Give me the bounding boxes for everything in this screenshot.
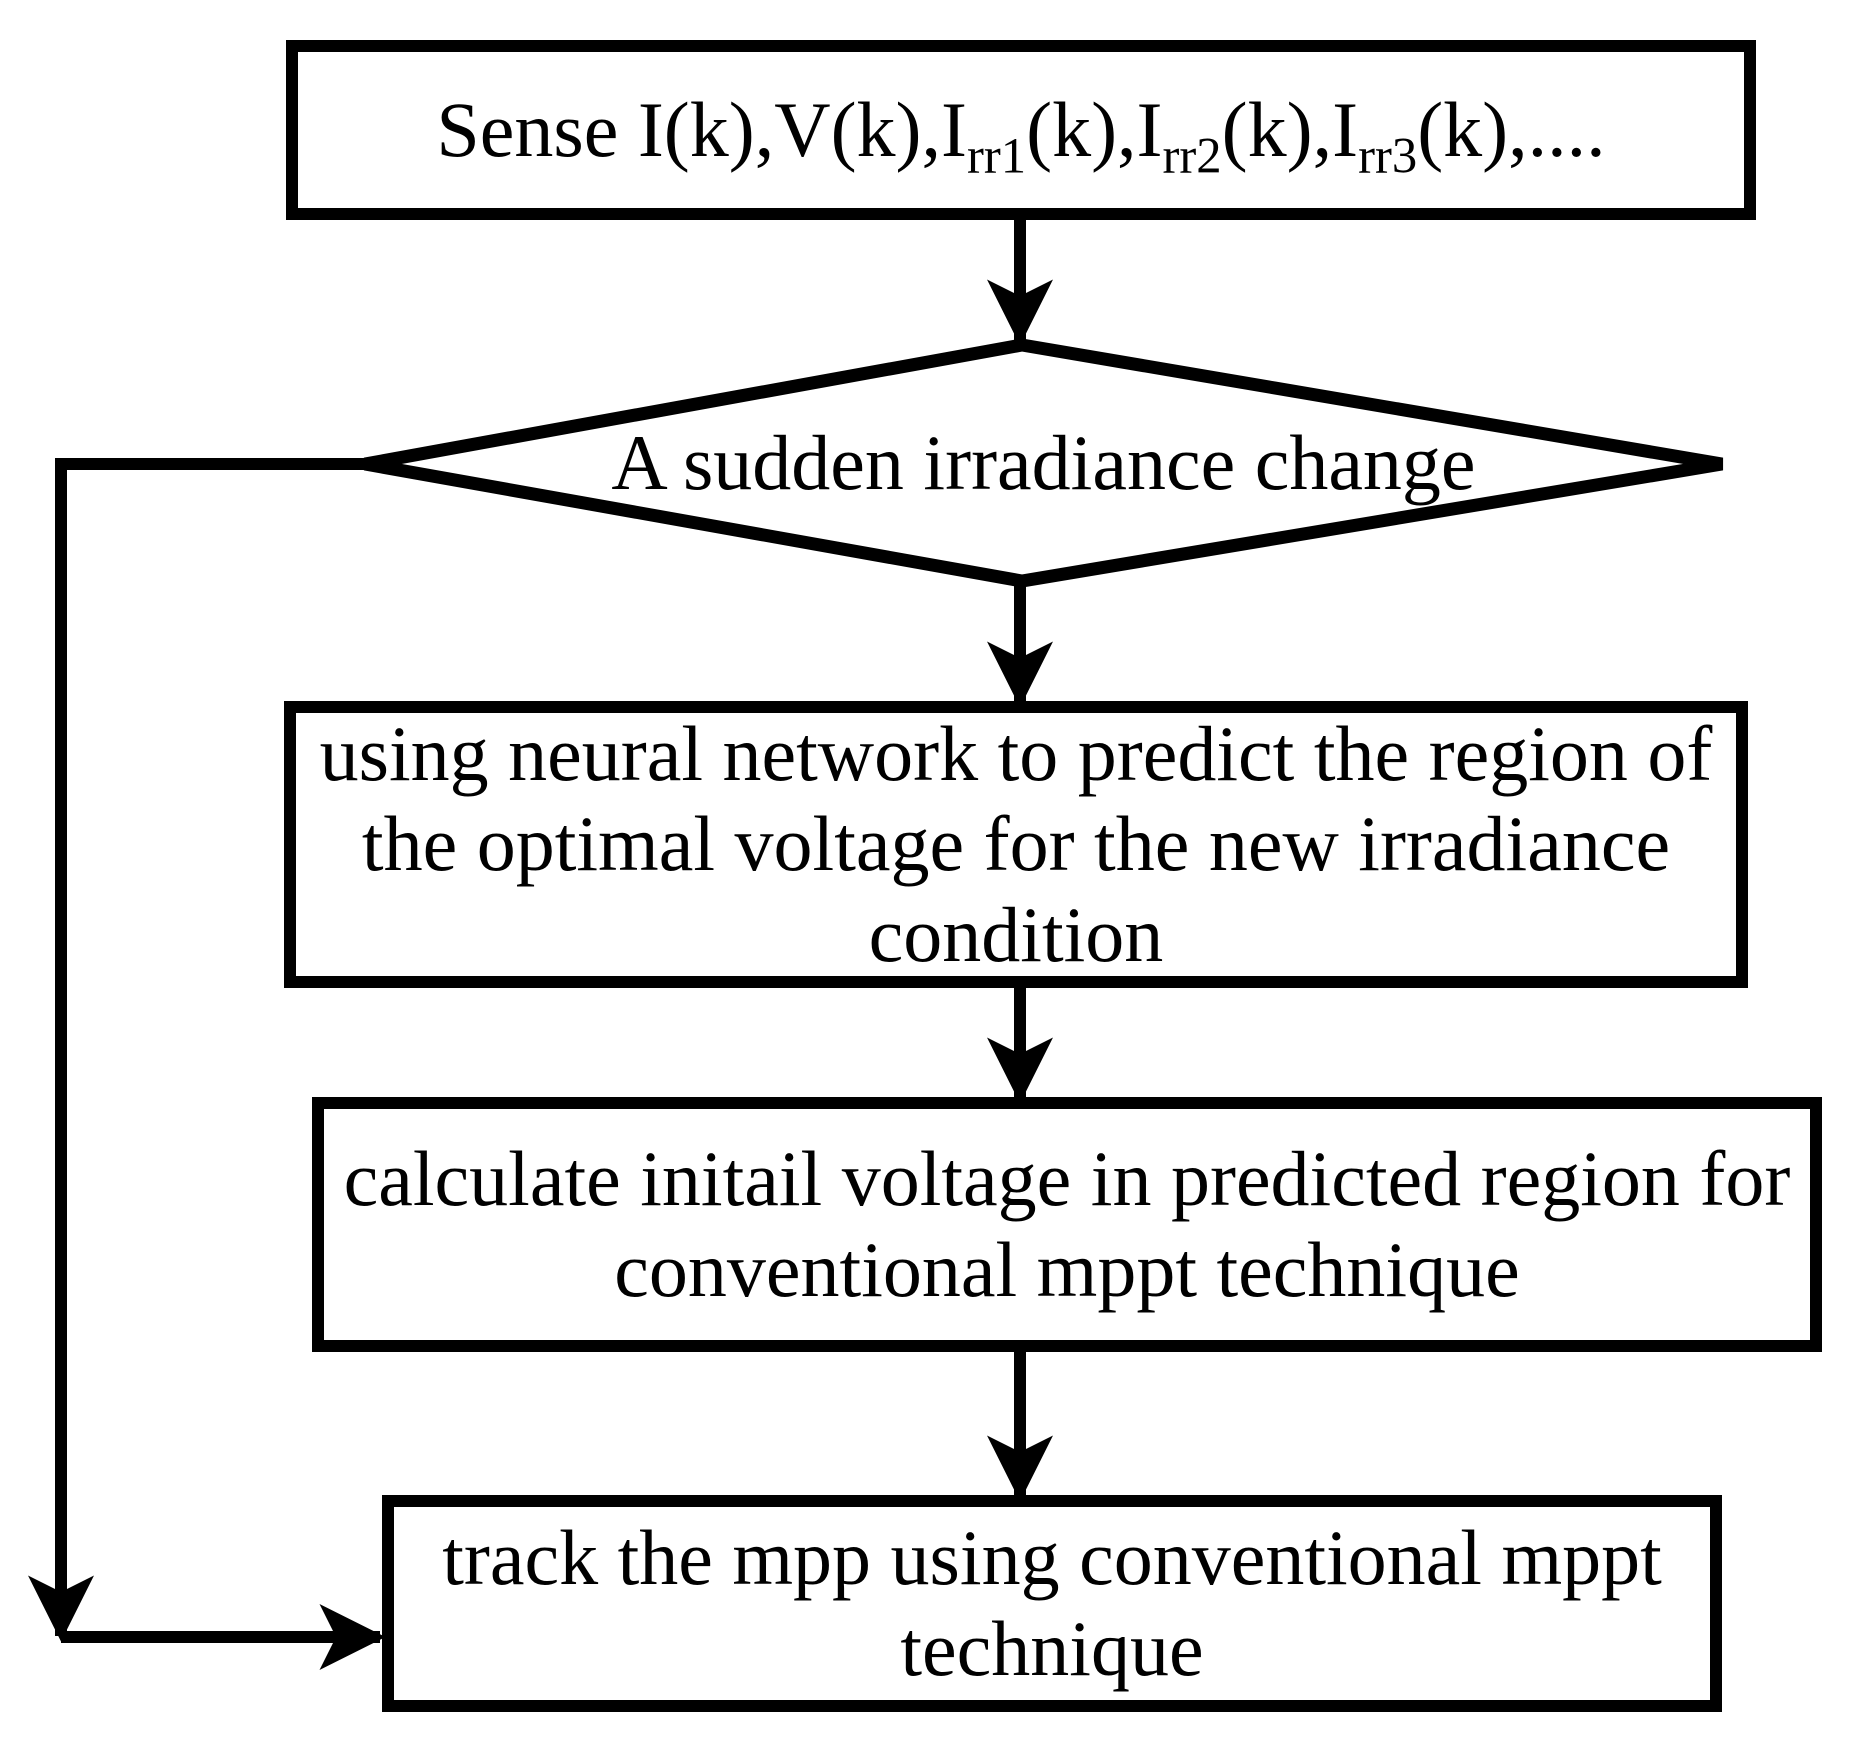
decision-diamond-shape <box>363 338 1724 588</box>
sense-box-shape <box>286 40 1756 220</box>
predict-box-shape <box>284 701 1748 988</box>
edge-decision-loopback <box>28 458 365 1642</box>
calculate-box-shape <box>312 1097 1822 1352</box>
track-box-shape <box>382 1495 1722 1712</box>
